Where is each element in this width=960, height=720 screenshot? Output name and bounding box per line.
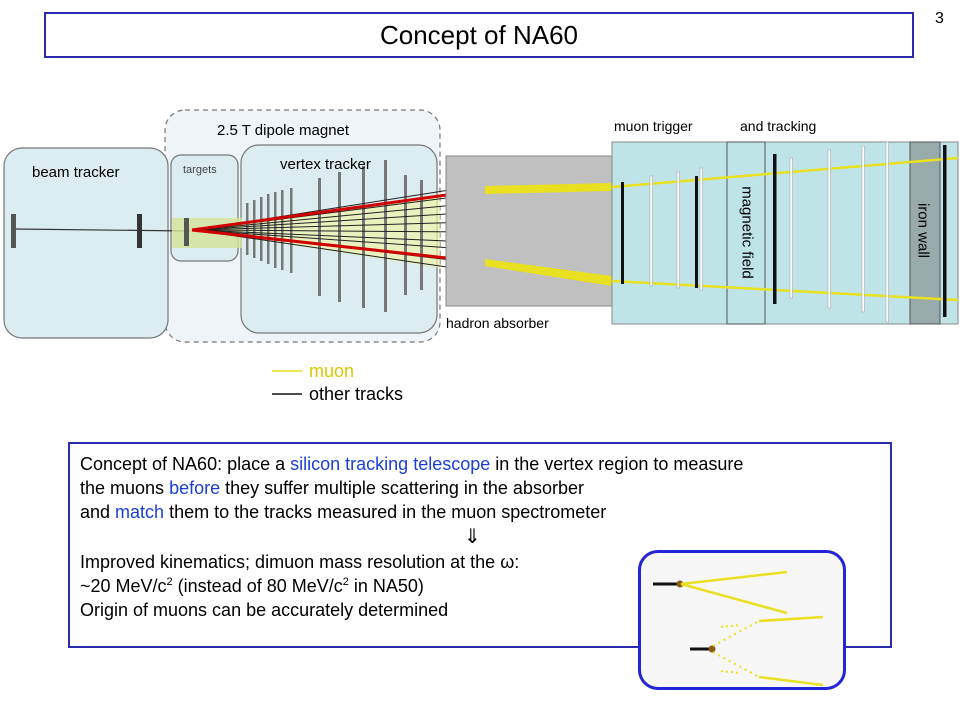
inset-drawing bbox=[653, 570, 824, 687]
beam-tracker-plane-2 bbox=[137, 214, 142, 248]
inset-muon-1b bbox=[680, 582, 788, 615]
red-track-upper bbox=[191, 188, 484, 232]
iron-wall-region bbox=[909, 141, 941, 325]
beam-line bbox=[13, 228, 191, 232]
concept-line-5: ~20 MeV/c2 (instead of 80 MeV/c2 in NA50… bbox=[80, 574, 880, 598]
concept-line-3: and match them to the tracks measured in… bbox=[80, 500, 880, 524]
text: ~20 MeV/c bbox=[80, 576, 167, 596]
inset-dots-left-2 bbox=[720, 670, 742, 674]
vertex-inset bbox=[638, 550, 846, 690]
inset-dotted-1 bbox=[712, 620, 760, 647]
vertex-tracker-label: vertex tracker bbox=[280, 156, 371, 173]
highlight-text: before bbox=[169, 478, 221, 498]
page-title-text: Concept of NA60 bbox=[379, 19, 578, 50]
text: (instead of 80 MeV/c bbox=[172, 576, 343, 596]
text: in the vertex region to measure bbox=[490, 454, 744, 474]
muon-track-lower bbox=[611, 279, 959, 302]
muon-trigger-label: muon trigger bbox=[614, 118, 693, 134]
page-title: Concept of NA60 bbox=[44, 12, 914, 58]
dipole-magnet-label: 2.5 T dipole magnet bbox=[217, 122, 350, 139]
text: them to the tracks measured in the muon … bbox=[164, 502, 607, 522]
text: and bbox=[80, 502, 116, 522]
legend-muon-label: muon bbox=[309, 361, 355, 381]
inset-muon-2a bbox=[758, 615, 824, 623]
inset-muon-2b bbox=[758, 675, 824, 687]
target-stack bbox=[184, 218, 189, 246]
trigger-planes bbox=[621, 145, 947, 317]
superscript: 2 bbox=[166, 576, 173, 588]
beam-tracker-box bbox=[3, 147, 169, 339]
concept-line-2: the muons before they suffer multiple sc… bbox=[80, 476, 880, 500]
beam-tracker-label: beam tracker bbox=[32, 164, 120, 181]
red-track-lower bbox=[191, 228, 484, 264]
detector-diagram bbox=[3, 109, 959, 395]
inset-vertex-2 bbox=[708, 645, 716, 653]
iron-wall-label: iron wall bbox=[914, 202, 932, 259]
inset-vertex-1 bbox=[676, 580, 684, 588]
text: in NA50) bbox=[348, 576, 424, 596]
muon-beam-lower bbox=[485, 259, 612, 286]
and-tracking-label: and tracking bbox=[740, 118, 817, 134]
muon-track-upper bbox=[611, 156, 959, 189]
beam-tracker-plane-1 bbox=[11, 214, 16, 248]
highlight-text: match bbox=[115, 502, 165, 522]
inset-dots-left-1 bbox=[720, 624, 742, 628]
magnetic-field-label: magnetic field bbox=[738, 186, 756, 279]
inset-dotted-2 bbox=[712, 651, 760, 678]
text: Concept of NA60: place a bbox=[80, 454, 291, 474]
legend-other-label: other tracks bbox=[309, 384, 404, 404]
magnetic-field-region bbox=[726, 141, 766, 325]
hadron-absorber-label: hadron absorber bbox=[446, 315, 549, 331]
muon-beam-upper bbox=[485, 183, 612, 194]
targets-label: targets bbox=[183, 164, 217, 176]
inset-muon-1a bbox=[680, 570, 788, 586]
concept-line-1: Concept of NA60: place a silicon trackin… bbox=[80, 452, 880, 476]
superscript: 2 bbox=[342, 576, 349, 588]
concept-line-6: Origin of muons can be accurately determ… bbox=[80, 600, 449, 620]
down-arrow: ⇓ bbox=[464, 526, 481, 548]
concept-text-box: Concept of NA60: place a silicon trackin… bbox=[68, 442, 892, 648]
chamber-planes bbox=[649, 141, 889, 323]
text: the muons bbox=[80, 478, 170, 498]
page-number: 3 bbox=[935, 10, 944, 27]
highlight-text: silicon tracking telescope bbox=[290, 454, 491, 474]
text: they suffer multiple scattering in the a… bbox=[220, 478, 584, 498]
hadron-absorber bbox=[445, 155, 617, 307]
concept-line-4: Improved kinematics; dimuon mass resolut… bbox=[80, 552, 520, 572]
